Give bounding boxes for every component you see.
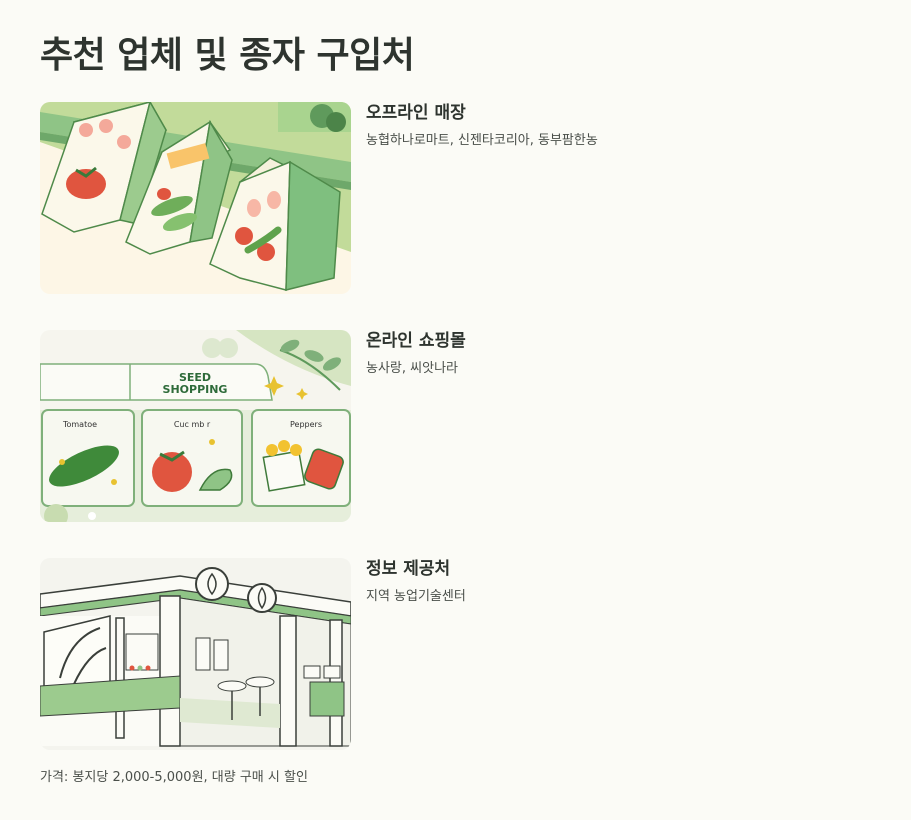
page-title: 추천 업체 및 종자 구입처 xyxy=(40,35,415,76)
seed-packet-display-image xyxy=(40,102,351,294)
offline-info: 오프라인 매장 농협하나로마트, 신젠타코리아, 동부팜한농 xyxy=(366,102,598,150)
online-shop-icon: SEED SHOPPING Tomatoe Cuc mb r Peppers xyxy=(40,330,351,522)
info-provider-info: 정보 제공처 지역 농업기술센터 xyxy=(366,558,466,606)
card-info-providers: 정보 제공처 지역 농업기술센터 xyxy=(40,558,860,750)
svg-text:Cuc mb r: Cuc mb r xyxy=(174,420,211,429)
section-title: 온라인 쇼핑몰 xyxy=(366,331,466,351)
section-items: 지역 농업기술센터 xyxy=(366,589,466,604)
seed-packet-icon xyxy=(40,102,351,294)
card-online-shops: SEED SHOPPING Tomatoe Cuc mb r Peppers xyxy=(40,330,860,522)
section-title: 정보 제공처 xyxy=(366,559,451,579)
svg-text:Peppers: Peppers xyxy=(290,420,322,429)
svg-text:Tomatoe: Tomatoe xyxy=(62,420,97,429)
card-offline-stores: 오프라인 매장 농협하나로마트, 신젠타코리아, 동부팜한농 xyxy=(40,102,860,294)
svg-text:SEED: SEED xyxy=(179,371,211,384)
svg-text:SHOPPING: SHOPPING xyxy=(163,383,228,396)
agri-center-image xyxy=(40,558,351,750)
price-note: 가격: 봉지당 2,000-5,000원, 대량 구매 시 할인 xyxy=(40,770,308,785)
online-info: 온라인 쇼핑몰 농사랑, 씨앗나라 xyxy=(366,330,466,378)
section-items: 농협하나로마트, 신젠타코리아, 동부팜한농 xyxy=(366,133,598,148)
online-shop-image: SEED SHOPPING Tomatoe Cuc mb r Peppers xyxy=(40,330,351,522)
storefront-icon xyxy=(40,558,351,750)
section-items: 농사랑, 씨앗나라 xyxy=(366,361,458,376)
section-title: 오프라인 매장 xyxy=(366,103,466,123)
